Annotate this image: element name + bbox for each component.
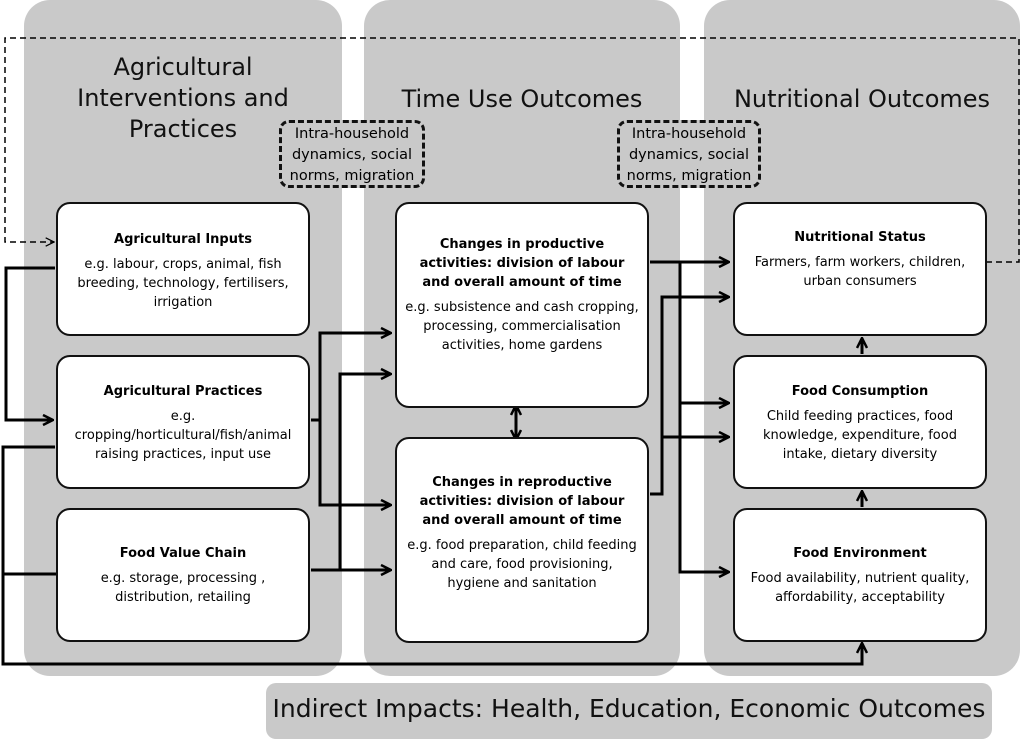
- mediator-box-right: Intra-household dynamics, social norms, …: [617, 120, 761, 188]
- food-consumption-box: Food Consumption Child feeding practices…: [733, 355, 987, 489]
- productive-activities-body: e.g. subsistence and cash cropping, proc…: [405, 300, 639, 353]
- food-value-chain-body: e.g. storage, processing , distribution,…: [100, 571, 266, 605]
- food-environment-body: Food availability, nutrient quality, aff…: [750, 571, 970, 605]
- food-environment-box: Food Environment Food availability, nutr…: [733, 508, 987, 642]
- food-consumption-body: Child feeding practices, food knowledge,…: [763, 409, 957, 462]
- nutrition-column-title: Nutritional Outcomes: [733, 85, 991, 113]
- bus-left-outer: [1, 445, 862, 666]
- nutritional-status-title: Nutritional Status: [794, 230, 926, 245]
- mediator-right-line-1: Intra-household: [631, 126, 747, 142]
- reproductive-activities-title: Changes in reproductive activities: divi…: [419, 475, 625, 528]
- practices-to-reproductive: [318, 420, 391, 505]
- nutritional-status-box: Nutritional Status Farmers, farm workers…: [733, 202, 987, 336]
- agricultural-inputs-body: e.g. labour, crops, animal, fish breedin…: [77, 257, 289, 310]
- reproductive-bus: [650, 297, 729, 496]
- agricultural-inputs-box: Agricultural Inputs e.g. labour, crops, …: [56, 202, 310, 336]
- agricultural-practices-body: e.g. cropping/horticultural/fish/animal …: [74, 409, 292, 462]
- agricultural-practices-title: Agricultural Practices: [103, 384, 263, 399]
- mediator-left-line-2: dynamics, social: [291, 147, 413, 163]
- bus-left-inner: [4, 266, 55, 420]
- indirect-impacts-banner: Indirect Impacts: Health, Education, Eco…: [266, 683, 992, 739]
- mediator-right-line-2: dynamics, social: [628, 147, 750, 163]
- practices-to-time-bus: [311, 333, 391, 422]
- reproductive-activities-box: Changes in reproductive activities: divi…: [395, 437, 649, 643]
- nutritional-status-body: Farmers, farm workers, children, urban c…: [754, 255, 966, 289]
- agriculture-column-title: Agricultural Interventions and Practices: [77, 53, 289, 143]
- food-consumption-title: Food Consumption: [791, 384, 929, 399]
- fvc-to-productive: [311, 374, 391, 572]
- time-use-column-title: Time Use Outcomes: [401, 85, 643, 113]
- food-value-chain-box: Food Value Chain e.g. storage, processin…: [56, 508, 310, 642]
- agricultural-inputs-title: Agricultural Inputs: [114, 232, 252, 247]
- food-environment-title: Food Environment: [793, 546, 927, 561]
- agricultural-practices-box: Agricultural Practices e.g. cropping/hor…: [56, 355, 310, 489]
- food-value-chain-title: Food Value Chain: [119, 546, 247, 561]
- mediator-left-line-1: Intra-household: [294, 126, 410, 142]
- reproductive-activities-body: e.g. food preparation, child feeding and…: [407, 538, 637, 591]
- mediator-box-left: Intra-household dynamics, social norms, …: [279, 120, 425, 188]
- mediator-right-line-3: norms, migration: [626, 168, 752, 184]
- productive-activities-title: Changes in productive activities: divisi…: [419, 237, 625, 290]
- feedback-loop-dashed: [4, 37, 1020, 263]
- productive-bus: [650, 260, 729, 572]
- mediator-left-line-3: norms, migration: [289, 168, 415, 184]
- productive-activities-box: Changes in productive activities: divisi…: [395, 202, 649, 408]
